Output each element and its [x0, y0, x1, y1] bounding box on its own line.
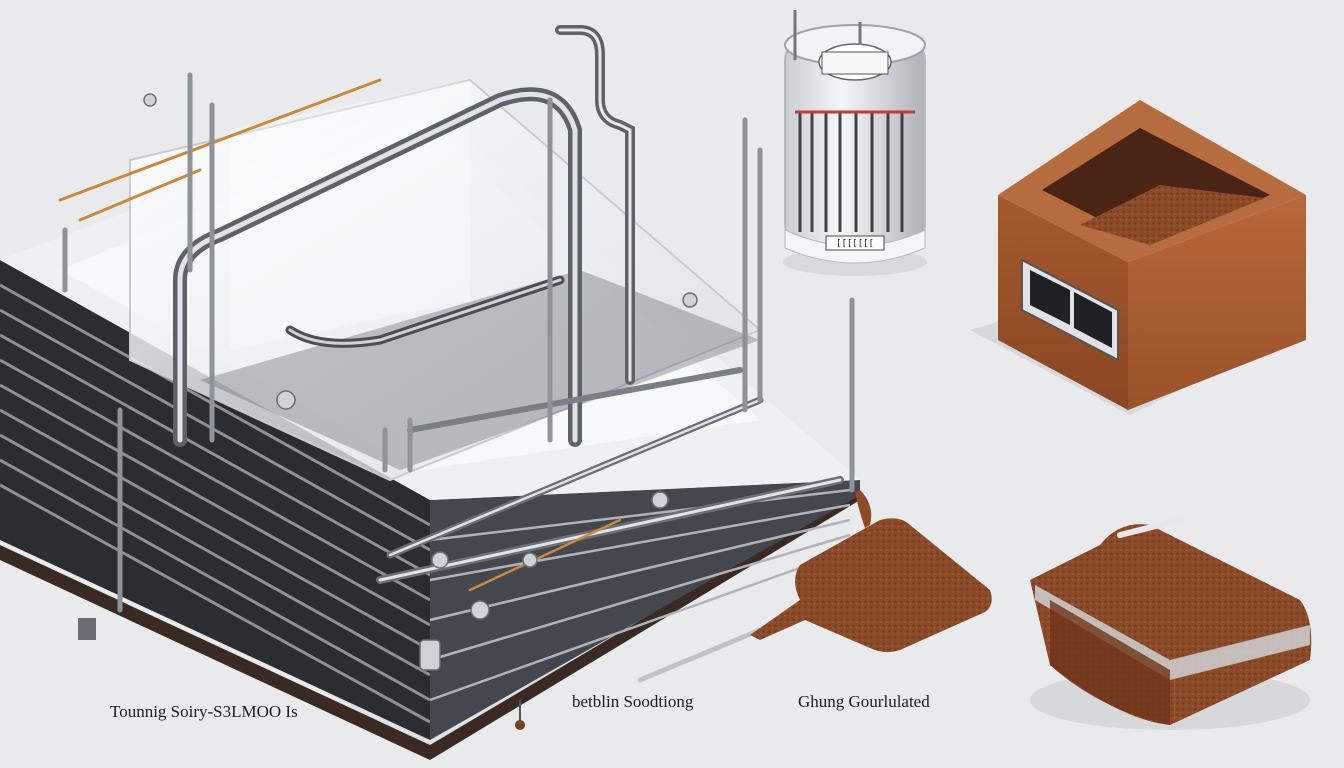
soil-box [970, 100, 1306, 415]
soil-patch [750, 490, 992, 653]
tank-label: [[[[[[[ [836, 239, 874, 249]
facility-model [0, 25, 860, 760]
caption-right: Ghung Gourlulated [798, 692, 930, 711]
caption-middle: betblin Soodtiong [572, 692, 694, 711]
caption-left: Tounnig Soiry-S3LMOO Is [110, 702, 298, 721]
facility-base-slab [0, 490, 860, 760]
facility-left-wall [0, 260, 430, 740]
cylinder-tank: [[[[[[[ [783, 10, 927, 276]
soil-block [1030, 517, 1312, 730]
